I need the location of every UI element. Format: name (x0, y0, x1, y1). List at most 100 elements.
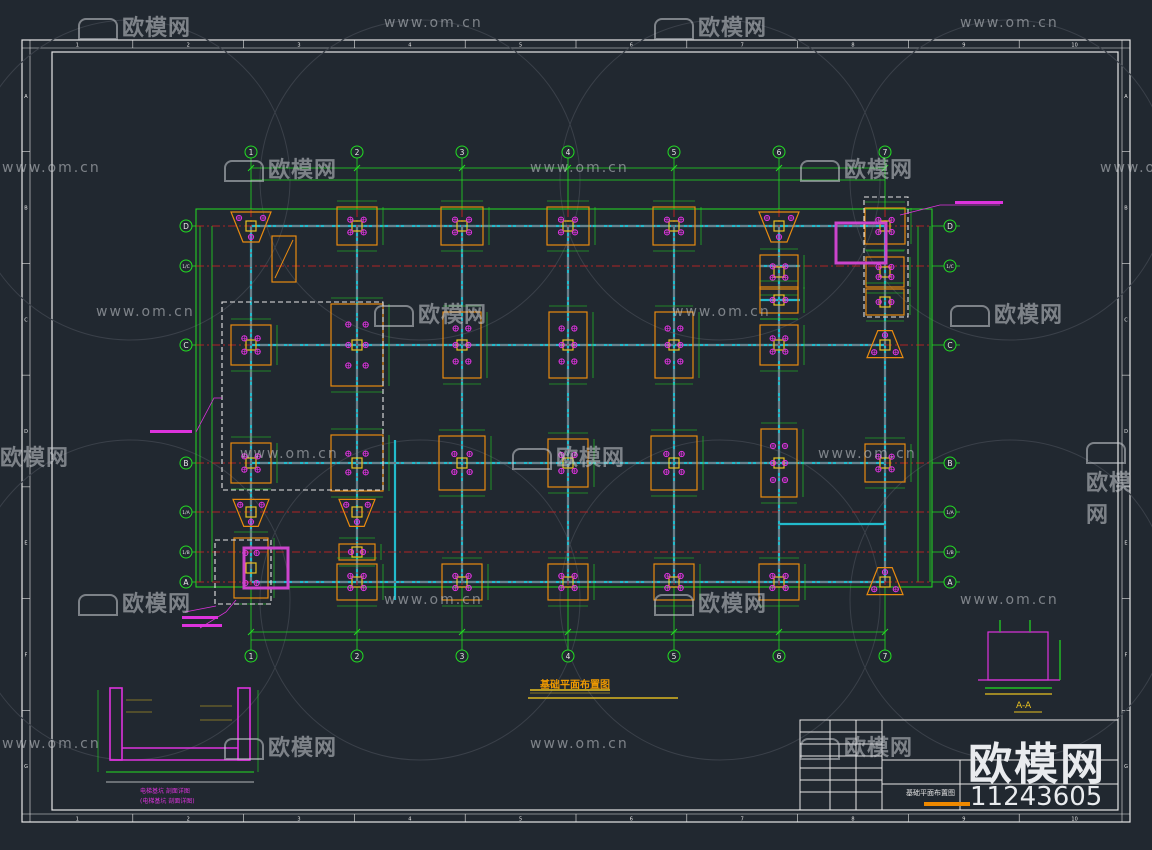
axis-number: 6 (777, 652, 782, 661)
footing (864, 437, 912, 489)
column-stub (879, 576, 891, 588)
frame-number: 6 (630, 43, 633, 49)
footing-outline (759, 254, 799, 290)
titleblock-drawing-name: 基础平面布置图 (906, 789, 955, 797)
footing (230, 436, 278, 490)
axis-bubble (943, 259, 957, 273)
dimension-tick (775, 628, 783, 636)
footing (758, 557, 806, 607)
axis-number: 7 (883, 148, 888, 157)
plan-title: 基础平面布置图 (540, 680, 610, 691)
axis-number: 5 (672, 652, 677, 661)
footing-outline (336, 206, 378, 246)
footing (760, 422, 804, 504)
frame-letter: B (1124, 206, 1128, 212)
column-stub (773, 576, 785, 588)
triangular-footing (758, 211, 800, 243)
frame-number: 6 (630, 817, 633, 823)
footing (759, 248, 805, 296)
axis-bubble (878, 145, 892, 159)
column-stub (245, 562, 257, 574)
axis-letter: C (183, 341, 188, 350)
footing-outline (442, 311, 482, 379)
frame-number: 7 (741, 817, 744, 823)
footing-outline (233, 537, 269, 599)
dimension-tick (775, 164, 783, 172)
axis-bubble (943, 219, 957, 233)
frame-number: 8 (851, 817, 854, 823)
triangular-footing (232, 498, 270, 528)
axis-bubble (455, 145, 469, 159)
footing (233, 531, 275, 605)
footing-outline (440, 206, 484, 246)
triangular-footing (230, 211, 272, 243)
footing-outline (866, 566, 904, 596)
column-stub (351, 457, 363, 469)
axis-bubble (179, 338, 193, 352)
frame-number: 3 (297, 43, 300, 49)
axis-bubble (244, 649, 258, 663)
frame-letter: D (1124, 429, 1128, 435)
leaders (184, 204, 1000, 629)
frame-letter: F (1125, 652, 1128, 658)
column-stub (668, 576, 680, 588)
axis-bubble (350, 649, 364, 663)
footing-outline (548, 311, 588, 379)
axis-bubble (943, 505, 957, 519)
axis-bubble (179, 259, 193, 273)
frame-number: 2 (187, 43, 190, 49)
title-block (799, 719, 1119, 811)
frame-number: 9 (962, 43, 965, 49)
axis-bubble (943, 575, 957, 589)
dimension-tick (247, 628, 255, 636)
footing (441, 557, 489, 607)
axis-letter: D (947, 222, 953, 231)
axis-bubble (179, 505, 193, 519)
frame-letter: C (1124, 317, 1128, 323)
footing-outline (546, 206, 590, 246)
frame-number: 8 (851, 43, 854, 49)
dimension-tick (353, 628, 361, 636)
triangular-footing (338, 498, 376, 528)
grid-lines (180, 156, 960, 652)
frame-number: 1 (76, 43, 79, 49)
footing-outline (866, 330, 904, 359)
column-stub (773, 339, 785, 351)
axis-number: 1 (249, 148, 254, 157)
axis-letter: D (183, 222, 189, 231)
column-stub (879, 457, 891, 469)
column-stub (668, 220, 680, 232)
frame-letter: B (24, 206, 28, 212)
triangular-footing (866, 330, 904, 359)
axis-bubble (179, 219, 193, 233)
axis-number: 1 (249, 652, 254, 661)
column-stub (351, 220, 363, 232)
frame-letter: D (24, 429, 28, 435)
footing-outline (652, 206, 696, 246)
footing-outline (865, 288, 905, 316)
footing (650, 429, 704, 497)
column-stub (456, 457, 468, 469)
column-stub (456, 576, 468, 588)
section-label: A-A (1016, 701, 1032, 711)
frame-number: 5 (519, 43, 522, 49)
dashed-regions (214, 196, 909, 605)
axis-letter: 1/A (182, 510, 190, 516)
frame-letter: G (24, 764, 28, 770)
axis-bubble (179, 575, 193, 589)
frame-letter: E (1124, 541, 1127, 547)
dimension-tick (458, 164, 466, 172)
frame-number: 4 (408, 43, 411, 49)
footing (653, 557, 701, 607)
axis-bubble (667, 145, 681, 159)
column-stub (562, 457, 574, 469)
frame-number: 5 (519, 817, 522, 823)
footing (336, 200, 384, 252)
axis-bubble (179, 456, 193, 470)
footing (438, 429, 492, 497)
footing (652, 200, 702, 252)
detail-title-2: (电梯基坑 剖面详图) (140, 798, 195, 805)
footing-outline (547, 563, 589, 601)
